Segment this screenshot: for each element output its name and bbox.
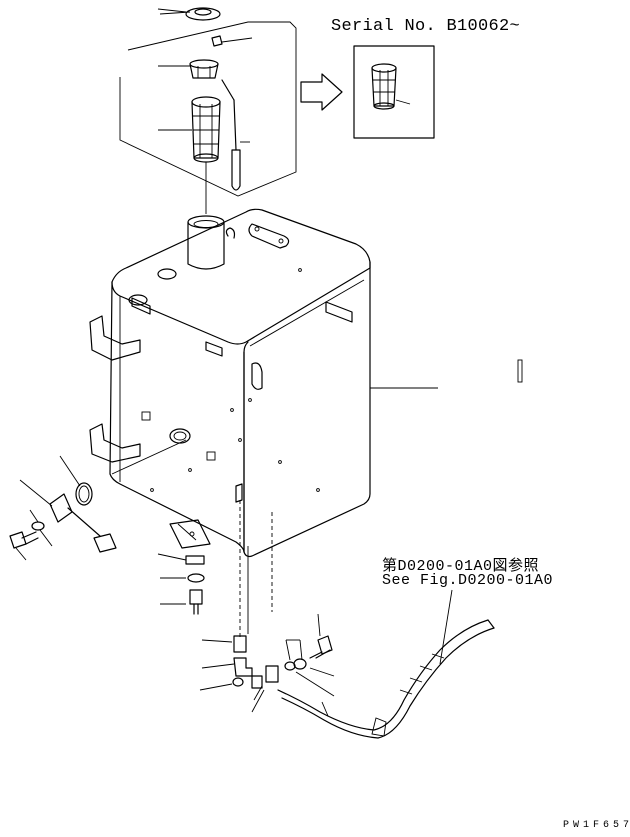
dipstick	[221, 79, 250, 191]
figure-reference-japanese: 第D0200-01A0図参照	[382, 558, 540, 575]
cap-assembly-bracket	[119, 21, 297, 197]
drain-hose	[277, 589, 495, 739]
bottom-mount-parts	[157, 500, 273, 638]
drawing-code: PW1F657	[563, 820, 630, 831]
tank-cap	[157, 7, 221, 21]
strainer	[158, 96, 221, 163]
figure-reference-english: See Fig.D0200-01A0	[382, 572, 554, 589]
drain-fittings	[199, 613, 335, 713]
level-gauge-parts	[9, 439, 187, 561]
cap-clip	[211, 35, 253, 47]
hydraulic-tank	[89, 208, 523, 558]
serial-inset-box	[300, 45, 435, 139]
serial-number-label: Serial No. B10062~	[331, 17, 521, 36]
strainer-holder	[158, 59, 219, 79]
